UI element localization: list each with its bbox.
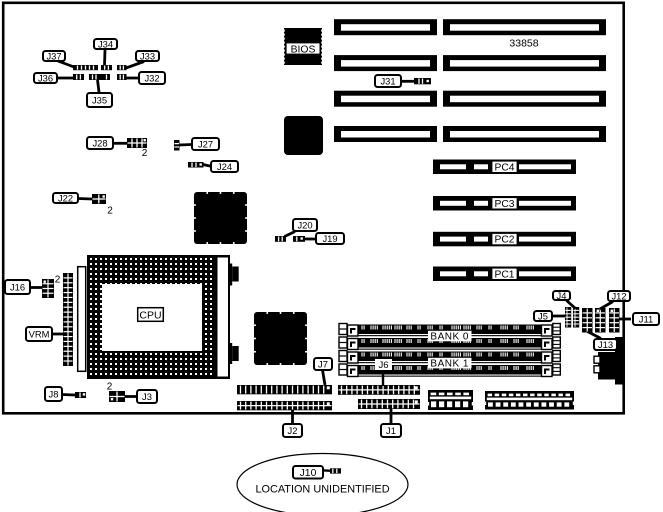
svg-text:J32: J32 bbox=[144, 72, 159, 83]
svg-text:2: 2 bbox=[55, 275, 61, 286]
svg-text:PC3: PC3 bbox=[494, 199, 514, 210]
svg-text:J5: J5 bbox=[538, 310, 548, 321]
svg-text:PC4: PC4 bbox=[494, 162, 514, 173]
svg-text:J19: J19 bbox=[322, 233, 337, 244]
svg-text:J4: J4 bbox=[557, 290, 567, 301]
svg-text:J24: J24 bbox=[217, 161, 232, 172]
svg-text:J36: J36 bbox=[38, 72, 53, 83]
svg-text:J16: J16 bbox=[10, 281, 25, 292]
svg-text:LOCATION UNIDENTIFIED: LOCATION UNIDENTIFIED bbox=[255, 483, 389, 495]
svg-text:33858: 33858 bbox=[509, 38, 538, 50]
svg-text:PC1: PC1 bbox=[494, 269, 514, 280]
svg-text:2: 2 bbox=[107, 206, 113, 217]
svg-text:J7: J7 bbox=[318, 358, 328, 369]
svg-text:J22: J22 bbox=[58, 192, 73, 203]
svg-text:2: 2 bbox=[107, 382, 113, 393]
svg-text:J33: J33 bbox=[140, 50, 155, 61]
svg-text:J31: J31 bbox=[380, 75, 395, 86]
svg-text:J11: J11 bbox=[639, 313, 653, 324]
svg-text:J6: J6 bbox=[378, 360, 388, 371]
svg-text:PC2: PC2 bbox=[494, 235, 514, 246]
svg-text:J2: J2 bbox=[288, 425, 298, 436]
svg-text:VRM: VRM bbox=[29, 328, 50, 339]
svg-text:BANK 0: BANK 0 bbox=[430, 332, 469, 343]
svg-text:BIOS: BIOS bbox=[291, 44, 316, 55]
svg-text:J28: J28 bbox=[92, 137, 107, 148]
svg-text:J8: J8 bbox=[49, 388, 59, 399]
svg-text:J13: J13 bbox=[598, 339, 613, 350]
svg-text:CPU: CPU bbox=[139, 309, 161, 321]
svg-text:J3: J3 bbox=[142, 391, 152, 402]
svg-text:J1: J1 bbox=[386, 425, 396, 436]
svg-text:J20: J20 bbox=[297, 219, 312, 230]
svg-text:2: 2 bbox=[142, 148, 148, 159]
svg-text:J37: J37 bbox=[46, 50, 61, 61]
svg-text:J27: J27 bbox=[198, 138, 213, 149]
svg-text:J12: J12 bbox=[611, 290, 626, 301]
svg-text:J35: J35 bbox=[92, 94, 107, 105]
svg-text:BANK 1: BANK 1 bbox=[430, 359, 469, 370]
svg-text:J34: J34 bbox=[98, 38, 113, 49]
svg-text:J10: J10 bbox=[300, 468, 317, 479]
